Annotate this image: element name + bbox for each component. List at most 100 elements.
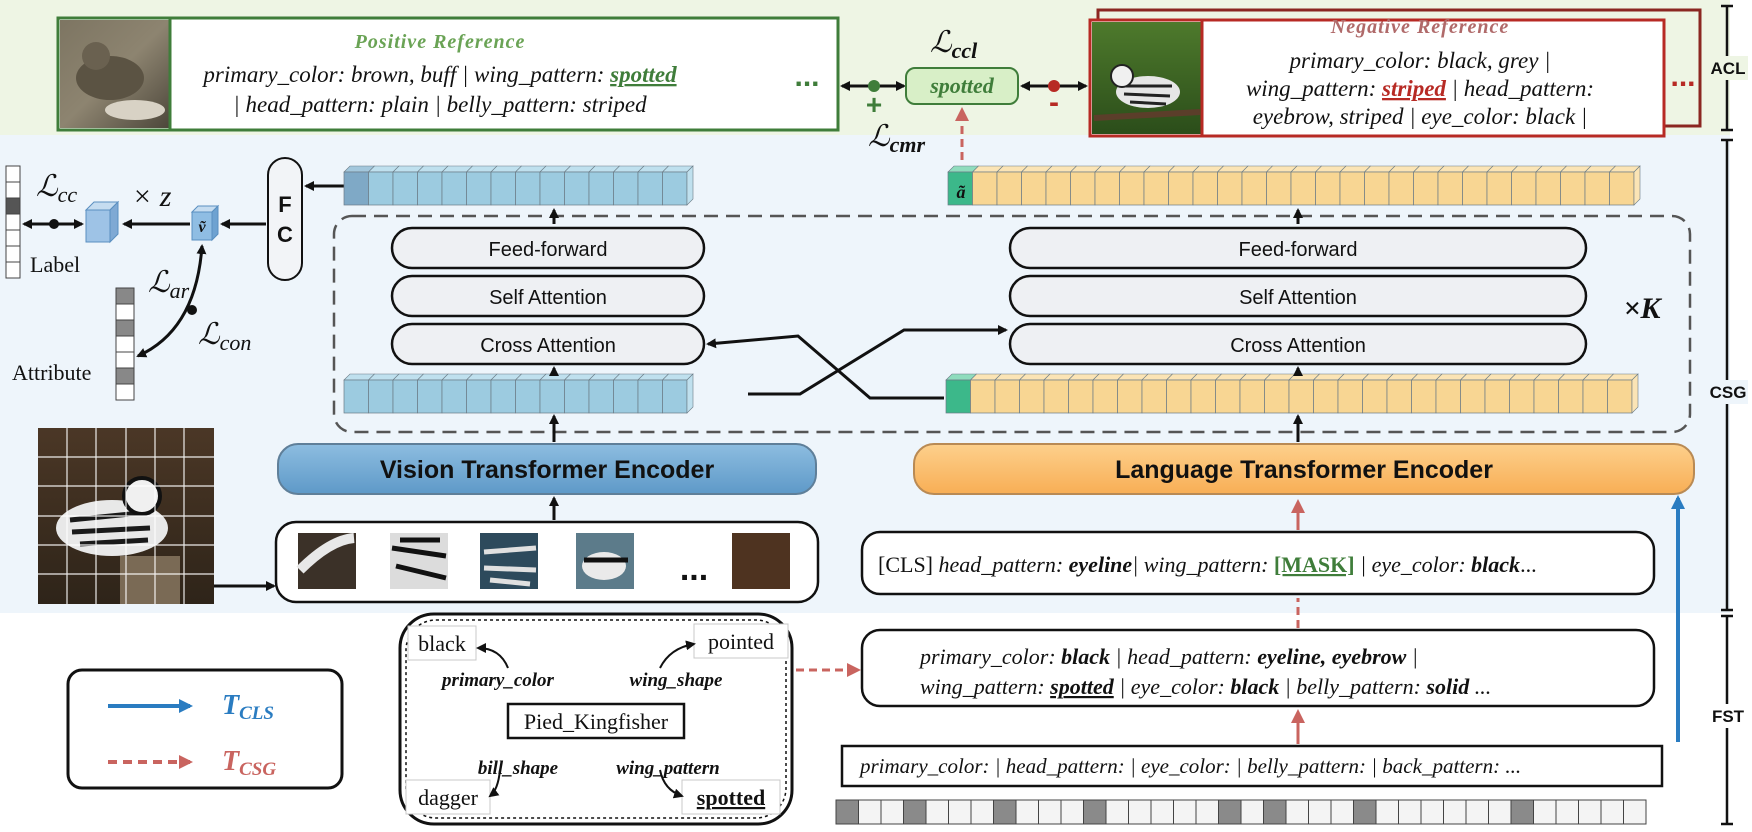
language-input-tokens-cell — [1337, 379, 1363, 414]
language-input-tokens-cell — [1509, 379, 1535, 414]
language-input-tokens-cell — [1215, 379, 1241, 414]
fc-text-c: C — [277, 222, 293, 247]
label-text: Label — [30, 252, 80, 277]
attribute-bit — [1555, 799, 1579, 825]
vision-output-tokens-cell — [490, 171, 516, 206]
attribute-vector — [115, 287, 135, 401]
node-pointed: pointed — [708, 629, 774, 654]
language-input-tokens-cell — [1068, 379, 1094, 414]
language-output-tokens — [947, 165, 1641, 206]
edge-wing-pattern: wing_pattern — [616, 758, 719, 779]
language-input-tokens-cell — [1313, 379, 1339, 414]
negative-reference-title: Negative Reference — [1330, 16, 1509, 38]
input-image-grid — [38, 428, 214, 604]
language-input-tokens-cell — [1435, 379, 1461, 414]
legend-t-csg: TCSG — [222, 746, 276, 780]
language-input-tokens-cell — [1558, 379, 1584, 414]
language-output-tokens-cell — [1094, 171, 1120, 206]
language-input-tokens-cell — [1117, 379, 1143, 414]
attribute-bit — [948, 799, 972, 825]
language-output-tokens-cell — [1241, 171, 1267, 206]
spotted-tag — [905, 67, 1019, 105]
loss-con: ℒcon — [198, 318, 251, 355]
vision-output-tokens — [343, 165, 694, 206]
language-input-tokens-cell — [1239, 379, 1265, 414]
language-output-tokens-cell — [1609, 171, 1635, 206]
attribute-bit — [1578, 799, 1602, 825]
vision-input-tokens-cell — [343, 379, 369, 414]
attribute-bit — [1285, 799, 1309, 825]
negative-reference-line-1: primary_color: black, grey | — [1288, 48, 1551, 73]
vision-cross-attention — [390, 322, 706, 366]
csg-tag-bg — [1708, 380, 1748, 404]
vision-input-tokens-cell — [637, 379, 663, 414]
vision-output-tokens-cell — [417, 171, 443, 206]
positive-reference-line-1: primary_color: brown, buff | wing_patter… — [201, 62, 677, 87]
attribute-bit — [1105, 799, 1129, 825]
a-tilde-label: ã — [957, 182, 966, 202]
attribute-bit — [1398, 799, 1422, 825]
loss-ccl: ℒccl — [930, 26, 978, 63]
legend: TCLS TCSG — [66, 668, 344, 790]
language-output-tokens-cell — [996, 171, 1022, 206]
language-input-tokens — [945, 373, 1639, 414]
vision-self-attention — [390, 274, 706, 318]
language-output-tokens-cell — [1168, 171, 1194, 206]
v-tilde: ṽ — [198, 219, 206, 236]
edge-wing-shape: wing_shape — [630, 670, 723, 691]
positive-dot — [868, 80, 880, 92]
token-rows — [343, 165, 1641, 414]
negative-bird-body — [1116, 76, 1180, 108]
vision-output-tokens-cell — [368, 171, 394, 206]
patch-ellipsis: ... — [680, 550, 708, 588]
language-output-tokens-cell — [1290, 171, 1316, 206]
vision-input-tokens-cell — [392, 379, 418, 414]
times-k: ×K — [1623, 292, 1662, 325]
negative-dot — [1048, 80, 1060, 92]
edge-bill-shape: bill_shape — [478, 758, 559, 779]
attribute-bit — [1420, 799, 1444, 825]
fc-text-f: F — [278, 192, 291, 217]
node-black-box — [407, 625, 477, 661]
language-feed-forward-label: Feed-forward — [1239, 239, 1358, 261]
language-output-tokens-cell — [1535, 171, 1561, 206]
template-prompt-box — [840, 744, 1664, 788]
vision-self-attention-label: Self Attention — [489, 287, 607, 309]
language-cross-attention — [1008, 322, 1588, 366]
negative-reference-line-2: wing_pattern: striped | head_pattern: — [1246, 76, 1594, 101]
attribute-bit — [1195, 799, 1219, 825]
node-center-box — [506, 702, 686, 740]
attribute-bit — [1600, 799, 1624, 825]
loss-cc: ℒcc — [36, 170, 77, 207]
language-input-tokens-cell — [1141, 379, 1167, 414]
attribute-bit — [1375, 799, 1399, 825]
attribute-bit — [1623, 799, 1647, 825]
attribute-bit — [993, 799, 1017, 825]
region-label-fst: FST — [1712, 707, 1745, 726]
language-output-tokens-cell — [1339, 171, 1365, 206]
language-output-tokens-cell — [1217, 171, 1243, 206]
language-input-tokens-cell — [945, 379, 971, 414]
legend-t-cls: TCLS — [222, 690, 274, 724]
node-black: black — [418, 631, 466, 656]
label-vector — [5, 165, 21, 279]
vision-output-tokens-cell — [613, 171, 639, 206]
contrastive-center: + spotted - ℒccl ℒcmr — [840, 26, 1088, 160]
full-prompt-box — [860, 628, 1656, 708]
vision-output-tokens-cell — [343, 171, 369, 206]
language-input-tokens-cell — [1362, 379, 1388, 414]
negative-reference-line-3: eyebrow, striped | eye_color: black | — [1253, 104, 1588, 129]
language-output-tokens-cell — [1388, 171, 1414, 206]
attribute-bit — [1083, 799, 1107, 825]
vision-output-tokens-cell — [539, 171, 565, 206]
attribute-bit — [1038, 799, 1062, 825]
language-output-tokens-cell — [1192, 171, 1218, 206]
language-output-tokens-cell — [1413, 171, 1439, 206]
template-prompt-text: primary_color: | head_pattern: | eye_col… — [858, 754, 1521, 778]
attribute-bit — [1128, 799, 1152, 825]
language-output-tokens-cell — [947, 171, 973, 206]
language-encoder-label: Language Transformer Encoder — [1115, 456, 1493, 484]
acl-tag-bg — [1708, 56, 1748, 80]
masked-prompt-box — [860, 530, 1656, 596]
positive-reference-card: Positive Reference primary_color: brown,… — [56, 16, 840, 132]
